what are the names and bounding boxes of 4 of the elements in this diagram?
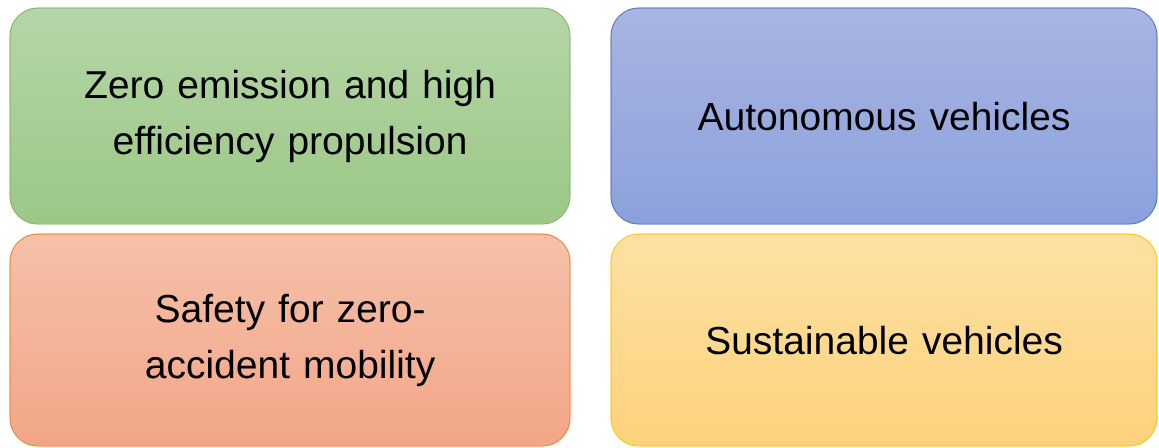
- rounded-box: Zero emission and high efficiency propulsion: [9, 7, 571, 225]
- rounded-box: Sustainable vehicles: [610, 233, 1158, 447]
- rounded-box: Autonomous vehicles: [610, 7, 1158, 225]
- rounded-box: Safety for zero-accident mobility: [9, 233, 571, 447]
